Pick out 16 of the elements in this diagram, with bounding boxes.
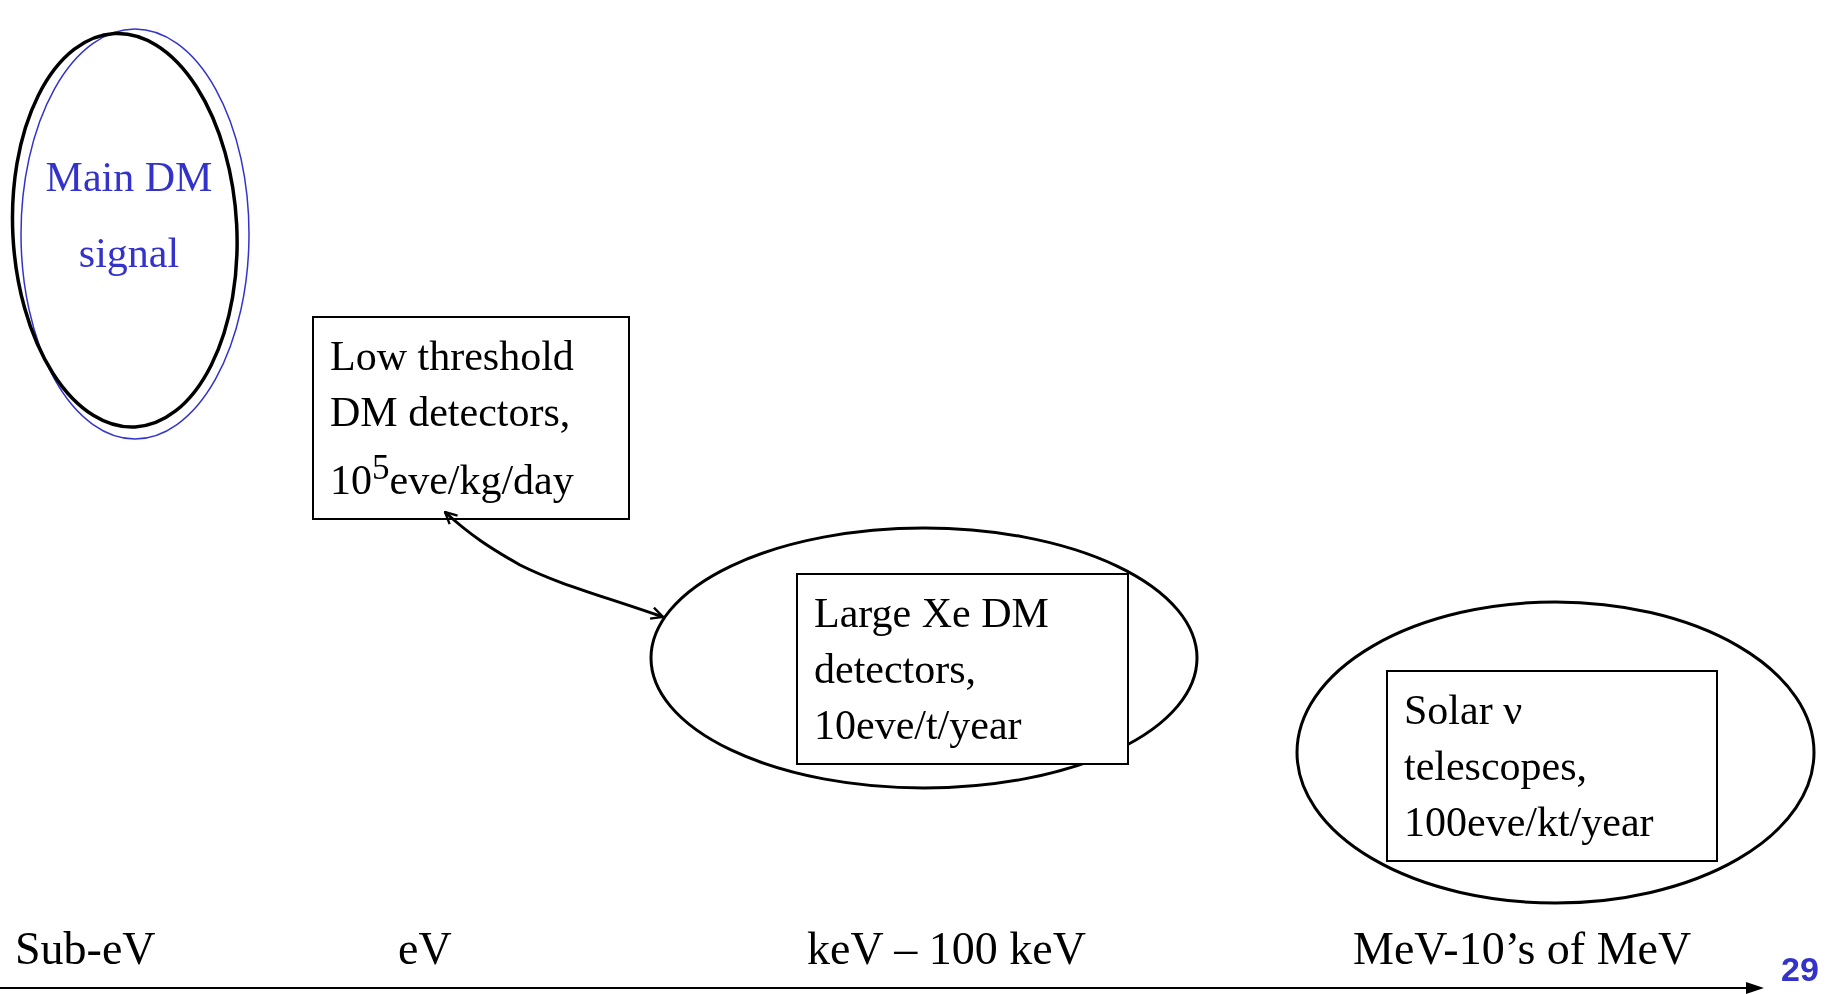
text-box: [1386, 670, 1718, 862]
axis-label: keV – 100 keV: [807, 922, 1086, 975]
node-label: Low threshold DM detectors, 10$^{5}$eve/kg/day: [330, 332, 575, 505]
hand-drawn-ellipse: [649, 526, 1199, 790]
axis-label: MeV-10’s of MeV: [1353, 922, 1692, 975]
node-label: Main DM signal: [44, 153, 214, 278]
axis-label: eV: [398, 922, 452, 975]
hand-drawn-arrow: [443, 510, 665, 620]
node-label: Large Xe DM detectors, 10eve/t/year: [814, 589, 1050, 750]
text-box: [312, 316, 630, 520]
text-box: [796, 573, 1129, 765]
page-number: 29: [1781, 950, 1819, 989]
node-label: Solar ν telescopes, 100eve/kt/year: [1404, 686, 1655, 847]
hand-drawn-ellipse: [1295, 600, 1816, 905]
oval-shape: [9, 29, 249, 439]
axis-label: Sub-eV: [15, 922, 156, 975]
